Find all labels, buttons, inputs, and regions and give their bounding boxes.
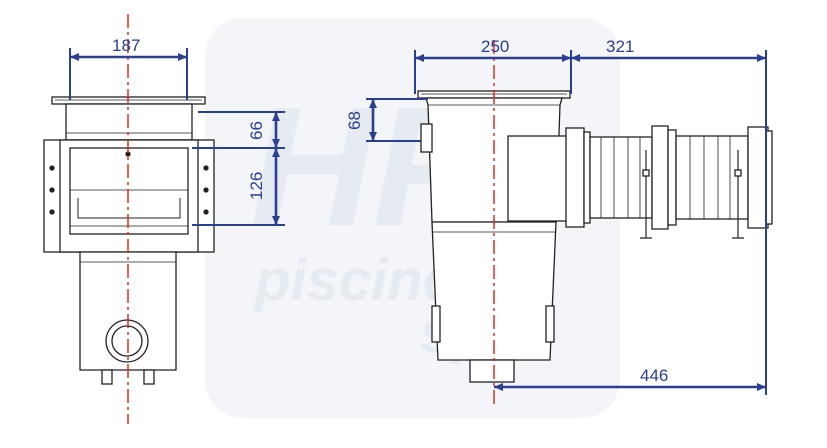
side-flange-ring-4 bbox=[667, 129, 677, 226]
side-outlet-box bbox=[507, 135, 569, 222]
front-screw-hole bbox=[203, 165, 209, 171]
dim-250-arrow-right bbox=[562, 54, 571, 62]
dim-68-label: 68 bbox=[345, 111, 364, 130]
side-flange-ring-1 bbox=[565, 127, 585, 228]
dim-66-label: 66 bbox=[247, 121, 266, 140]
front-screw-hole bbox=[203, 209, 209, 215]
front-screw-hole bbox=[49, 165, 55, 171]
side-lower-nub-left bbox=[431, 305, 441, 343]
side-bracket-left bbox=[640, 150, 652, 239]
dim-68-arrow-bottom bbox=[369, 132, 377, 141]
dim-66-arrow-top bbox=[272, 112, 280, 121]
side-bracket-slot bbox=[642, 169, 650, 177]
side-bracket-slot bbox=[734, 169, 742, 177]
side-nub bbox=[420, 123, 433, 153]
side-pipe bbox=[589, 136, 653, 219]
front-foot bbox=[143, 369, 155, 385]
dim-446-arrow-left bbox=[494, 383, 503, 391]
dim-321-label: 321 bbox=[606, 37, 634, 56]
dim-321-arrow-left bbox=[571, 54, 580, 62]
front-window bbox=[69, 147, 189, 235]
side-lower-nub-right bbox=[545, 305, 555, 343]
dim-66-arrow-bottom bbox=[272, 139, 280, 148]
side-pipe-2 bbox=[675, 135, 749, 220]
front-neck bbox=[65, 103, 193, 141]
side-bottom-cap bbox=[469, 359, 515, 383]
front-outlet-inner bbox=[111, 325, 143, 357]
dim-126-label: 126 bbox=[247, 172, 266, 200]
dim-126-arrow-bottom bbox=[272, 216, 280, 225]
dim-187-label: 187 bbox=[112, 36, 140, 55]
dim-187-arrow-right bbox=[178, 53, 187, 61]
front-screw-hole bbox=[203, 187, 209, 193]
dim-126-arrow-top bbox=[272, 148, 280, 157]
dim-321-arrow-right bbox=[757, 54, 766, 62]
dim-446-label: 446 bbox=[640, 366, 668, 385]
side-view bbox=[417, 90, 773, 383]
side-bracket-right bbox=[732, 150, 744, 239]
side-dimensions bbox=[366, 50, 767, 395]
dim-446-arrow-right bbox=[757, 383, 766, 391]
dim-68-arrow-top bbox=[369, 99, 377, 108]
dim-187-arrow-left bbox=[70, 53, 79, 61]
front-screw-hole bbox=[49, 187, 55, 193]
side-flange-ring-2 bbox=[583, 131, 591, 224]
side-flange-ring-3 bbox=[651, 125, 669, 230]
front-foot bbox=[101, 369, 113, 385]
dim-250-label: 250 bbox=[481, 37, 509, 56]
front-lower-body bbox=[79, 251, 177, 371]
front-weir-flap bbox=[77, 198, 181, 219]
front-screw-hole bbox=[49, 209, 55, 215]
front-view bbox=[43, 96, 215, 385]
dim-250-arrow-left bbox=[415, 54, 424, 62]
front-dimensions bbox=[69, 48, 285, 226]
